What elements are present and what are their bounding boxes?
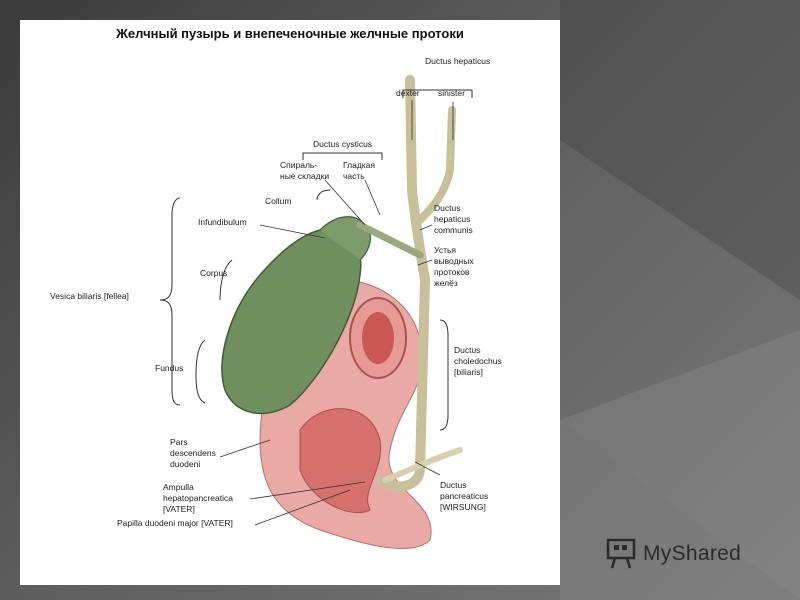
label-pars-1: Pars — [170, 437, 187, 447]
label-chol-2: choledochus — [454, 356, 502, 366]
label-corpus: Corpus — [200, 268, 227, 278]
label-vesica: Vesica biliaris [fellea] — [50, 291, 129, 301]
myshared-logo: MyShared — [605, 536, 775, 572]
bracket-fundus — [195, 339, 206, 404]
label-pars-2: descendens — [170, 448, 216, 458]
label-panc-2: pancreaticus — [440, 491, 488, 501]
label-spiral-2: ные складки — [280, 171, 329, 181]
label-hep-comm-2: hepaticus — [434, 214, 470, 224]
bracket-vesica — [159, 197, 181, 406]
diagram-title: Желчный пузырь и внепеченочные желчные п… — [116, 26, 464, 41]
label-ustya-3: протоков — [434, 267, 470, 277]
leader-smooth — [364, 179, 381, 216]
logo-text: MyShared — [643, 542, 742, 565]
leader-ampulla — [249, 481, 366, 500]
bracket-choledochus — [439, 319, 449, 431]
label-hep-comm-1: Ductus — [434, 203, 460, 213]
label-amp-1: Ampulla — [163, 482, 194, 492]
leader-pars — [219, 439, 271, 458]
bracket-corpus — [219, 259, 233, 301]
label-smooth-2: часть — [343, 171, 365, 181]
label-hep-comm-3: communis — [434, 225, 473, 235]
slide-panel: Желчный пузырь и внепеченочные желчные п… — [20, 20, 560, 585]
label-papilla: Papilla duodeni major [VATER] — [117, 518, 233, 528]
leader-ustya — [417, 259, 433, 266]
label-smooth-1: Гладкая — [343, 160, 375, 170]
label-ustya-2: выводных — [434, 256, 474, 266]
leader-infundibulum — [259, 224, 326, 239]
label-infundibulum: Infundibulum — [198, 217, 247, 227]
label-amp-2: hepatopancreatica — [163, 493, 233, 503]
label-amp-3: [VATER] — [163, 504, 195, 514]
leader-hep-comm — [419, 224, 433, 231]
label-pars-3: duodeni — [170, 459, 200, 469]
anatomy-illustration: Ductus hepaticus dexter sinister Ductus … — [50, 56, 502, 550]
label-sinister: sinister — [438, 88, 465, 98]
presentation-screen-icon — [606, 538, 636, 569]
leader-pancreaticus — [414, 461, 441, 476]
bracket-collum — [316, 189, 331, 201]
label-panc-3: [WIRSUNG] — [440, 502, 486, 512]
leader-spiral — [324, 179, 366, 226]
label-panc-1: Ductus — [440, 480, 466, 490]
label-ductus-cysticus: Ductus cysticus — [313, 139, 372, 149]
label-chol-3: [biliaris] — [454, 367, 483, 377]
label-chol-1: Ductus — [454, 345, 480, 355]
label-fundus: Fundus — [155, 363, 183, 373]
label-dexter: dexter — [396, 88, 420, 98]
bracket-ductus-cysticus — [302, 152, 383, 160]
label-collum: Collum — [265, 196, 291, 206]
label-spiral-1: Спираль- — [280, 160, 317, 170]
bracket-ductus-hepaticus — [402, 89, 473, 98]
label-ustya-1: Устья — [434, 245, 456, 255]
label-ductus-hepaticus: Ductus hepaticus — [425, 56, 490, 66]
leader-papilla — [254, 489, 351, 526]
label-ustya-4: желёз — [434, 278, 458, 288]
